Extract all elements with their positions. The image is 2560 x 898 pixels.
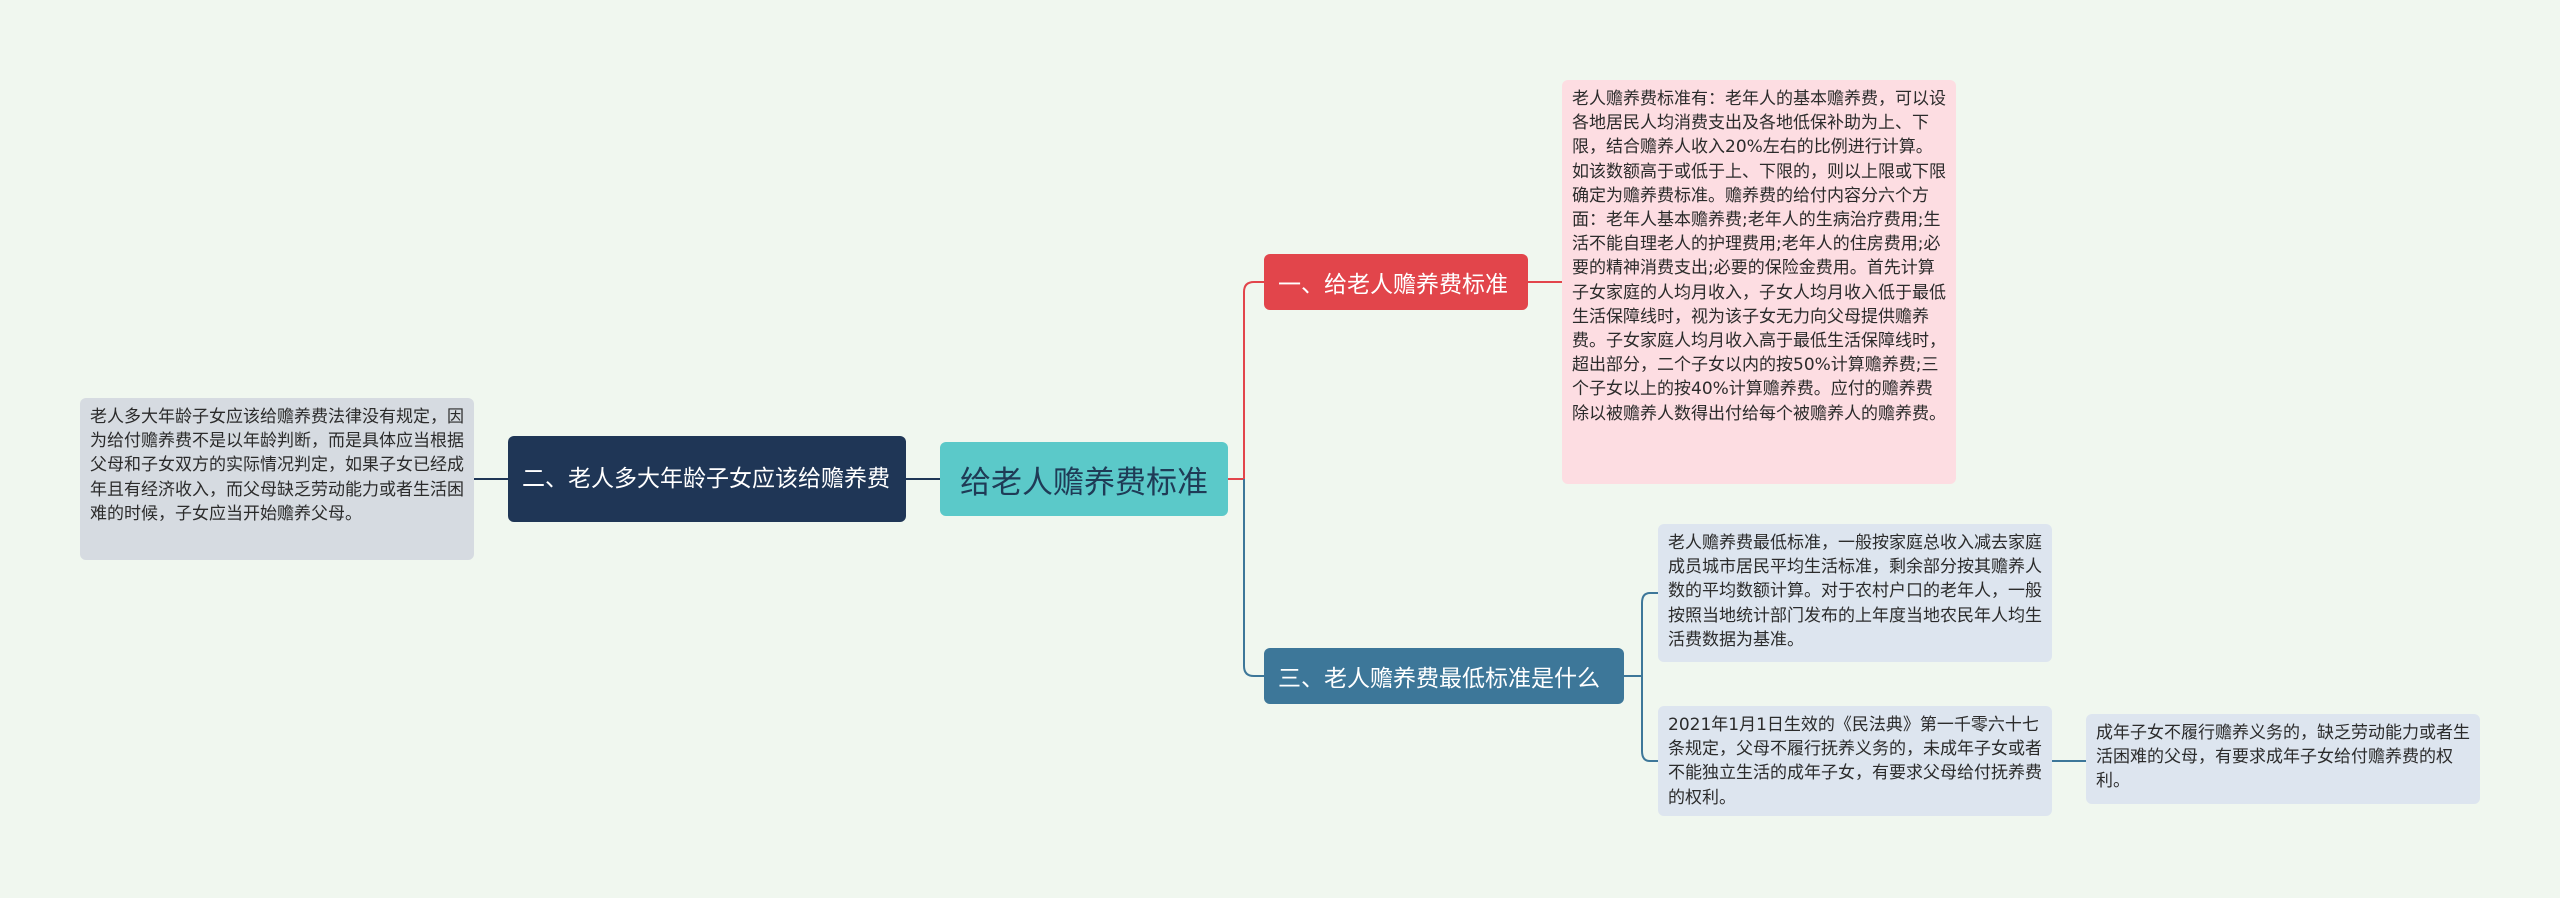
leaf-age-detail: 老人多大年龄子女应该给赡养费法律没有规定，因为给付赡养费不是以年龄判断，而是具体… xyxy=(80,398,474,560)
link-branch3-leaves xyxy=(1624,592,1658,762)
branch-age[interactable]: 二、老人多大年龄子女应该给赡养费 xyxy=(508,436,906,522)
branch-minimum[interactable]: 三、老人赡养费最低标准是什么 xyxy=(1264,648,1624,704)
branch-standard[interactable]: 一、给老人赡养费标准 xyxy=(1264,254,1528,310)
link-root-branch1 xyxy=(1228,281,1264,480)
leaf-standard-detail: 老人赡养费标准有：老年人的基本赡养费，可以设各地居民人均消费支出及各地低保补助为… xyxy=(1562,80,1956,484)
leaf-minimum-detail: 老人赡养费最低标准，一般按家庭总收入减去家庭成员城市居民平均生活标准，剩余部分按… xyxy=(1658,524,2052,662)
link-root-branch3 xyxy=(1243,479,1264,677)
leaf-civil-code-detail: 2021年1月1日生效的《民法典》第一千零六十七条规定，父母不履行抚养义务的，未… xyxy=(1658,706,2052,816)
root-topic[interactable]: 给老人赡养费标准 xyxy=(940,442,1228,516)
leaf-adult-children-detail: 成年子女不履行赡养义务的，缺乏劳动能力或者生活困难的父母，有要求成年子女给付赡养… xyxy=(2086,714,2480,804)
